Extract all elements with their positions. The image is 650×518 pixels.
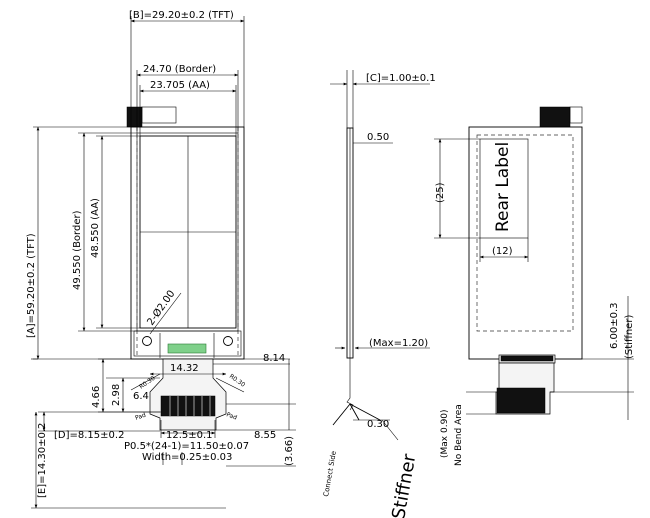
- dim-4-66: 4.66: [91, 386, 102, 408]
- side-fpc-bend: [332, 403, 381, 426]
- dim-width: Width=0.25±0.03: [142, 452, 232, 463]
- mounting-hole-left: [142, 336, 152, 346]
- dim-hole-label: 2-Ø2.00: [145, 288, 178, 328]
- front-view: [B]=29.20±0.2 (TFT) 24.70 (Border) 23.70…: [26, 10, 296, 509]
- dim-8-55: 8.55: [254, 430, 276, 441]
- dim-aa-height: 48.550 (AA): [90, 198, 101, 258]
- ic-green: [167, 343, 207, 354]
- dim-pitch: P0.5*(24-1)=11.50±0.07: [124, 441, 249, 452]
- dim-12-5: 12.5±0.1: [166, 430, 213, 441]
- dim-8-14: 8.14: [263, 353, 285, 364]
- connect-side-label: Connect Side: [322, 450, 338, 497]
- no-bend-area: No Bend Area: [454, 404, 464, 466]
- rear-panel-outline: [468, 126, 583, 360]
- dim-3-66: (3.66): [284, 436, 295, 466]
- stiffener-label: Stiffner: [388, 452, 420, 518]
- rear-label-box: [479, 138, 529, 239]
- dim-14-32: 14.32: [170, 363, 199, 374]
- dim-thickness: [C]=1.00±0.1: [366, 73, 436, 84]
- dim-aa-width: 23.705 (AA): [150, 80, 210, 91]
- dim-12: (12): [492, 246, 513, 257]
- dim-border-height: 49.550 (Border): [72, 210, 83, 290]
- dim-2-98: 2.98: [111, 384, 122, 406]
- dim-tft-width: [B]=29.20±0.2 (TFT): [129, 10, 234, 21]
- fpc-contacts: [160, 395, 216, 417]
- side-view: [C]=1.00±0.1 0.50 (Max=1.20) 0.30 Connec…: [322, 70, 436, 518]
- rear-top-tab: [539, 106, 571, 128]
- rear-view: Rear Label (25) (12) 6.00±0.3 (Stiffner)…: [434, 106, 635, 466]
- rear-stiffener-block: [496, 387, 546, 414]
- pad-right-label: Pad: [225, 411, 238, 421]
- dim-25: (25): [435, 182, 446, 203]
- dim-0-30: 0.30: [367, 419, 389, 430]
- mounting-hole-right: [223, 336, 233, 346]
- rear-label-text: Rear Label: [493, 142, 513, 232]
- dim-0-50: 0.50: [367, 132, 389, 143]
- dim-bottom-d: [D]=8.15±0.2: [54, 430, 124, 441]
- dim-stiffener: 6.00±0.3: [609, 302, 620, 349]
- dim-r4: 6.4: [133, 391, 149, 402]
- dim-fpc-total: [E]=14.30±0.2: [37, 423, 48, 498]
- pad-left-label: Pad: [134, 412, 147, 422]
- dim-tft-height: [A]=59.20±0.2 (TFT): [26, 233, 37, 338]
- dim-max: (Max=1.20): [369, 338, 428, 349]
- dim-border-width: 24.70 (Border): [143, 64, 216, 75]
- no-bend-max: (Max 0.90): [440, 409, 450, 458]
- dim-stiffener-note: (Stiffner): [624, 315, 635, 359]
- small-r-right: R0.30: [228, 373, 247, 389]
